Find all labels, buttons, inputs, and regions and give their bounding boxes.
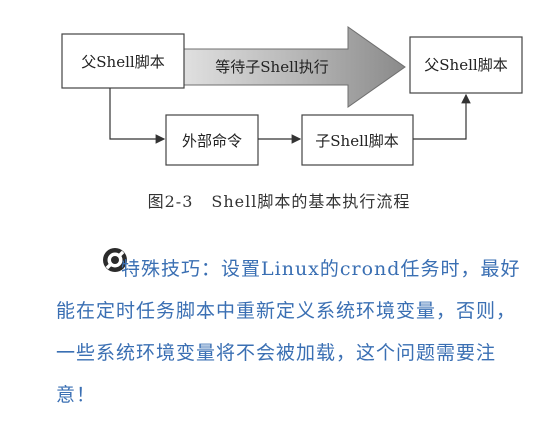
figure-caption: 图2-3 Shell脚本的基本执行流程 bbox=[0, 188, 558, 212]
figure-number: 图2-3 bbox=[147, 192, 194, 211]
parent-shell-box: 父Shell脚本 bbox=[61, 33, 185, 89]
parent-shell-box-right-label: 父Shell脚本 bbox=[424, 56, 507, 74]
wait-arrow-label: 等待子Shell执行 bbox=[215, 58, 328, 76]
connector-child-to-parent bbox=[413, 93, 471, 140]
tip-lifebuoy-icon bbox=[103, 248, 127, 272]
wait-arrow: 等待子Shell执行 bbox=[182, 26, 406, 108]
external-command-box-label: 外部命令 bbox=[182, 132, 242, 150]
figure-title: Shell脚本的基本执行流程 bbox=[211, 192, 411, 211]
tip-text-rest: 能在定时任务脚本中重新定义系统环境变量，否则，一些系统环境变量将不会被加载，这个… bbox=[56, 300, 517, 406]
connector-parent-to-external bbox=[109, 88, 166, 144]
tip-label: 特殊技巧： bbox=[121, 258, 222, 280]
special-tip-paragraph: 特殊技巧：设置Linux的crond任务时，最好能在定时任务脚本中重新定义系统环… bbox=[56, 248, 530, 416]
child-shell-box-label: 子Shell脚本 bbox=[315, 132, 398, 150]
external-command-box: 外部命令 bbox=[165, 114, 259, 166]
parent-shell-box-right: 父Shell脚本 bbox=[409, 36, 523, 94]
tip-text-line1: 设置Linux的crond任务时，最好 bbox=[221, 258, 521, 280]
child-shell-box: 子Shell脚本 bbox=[301, 114, 414, 166]
parent-shell-box-label: 父Shell脚本 bbox=[81, 53, 164, 71]
